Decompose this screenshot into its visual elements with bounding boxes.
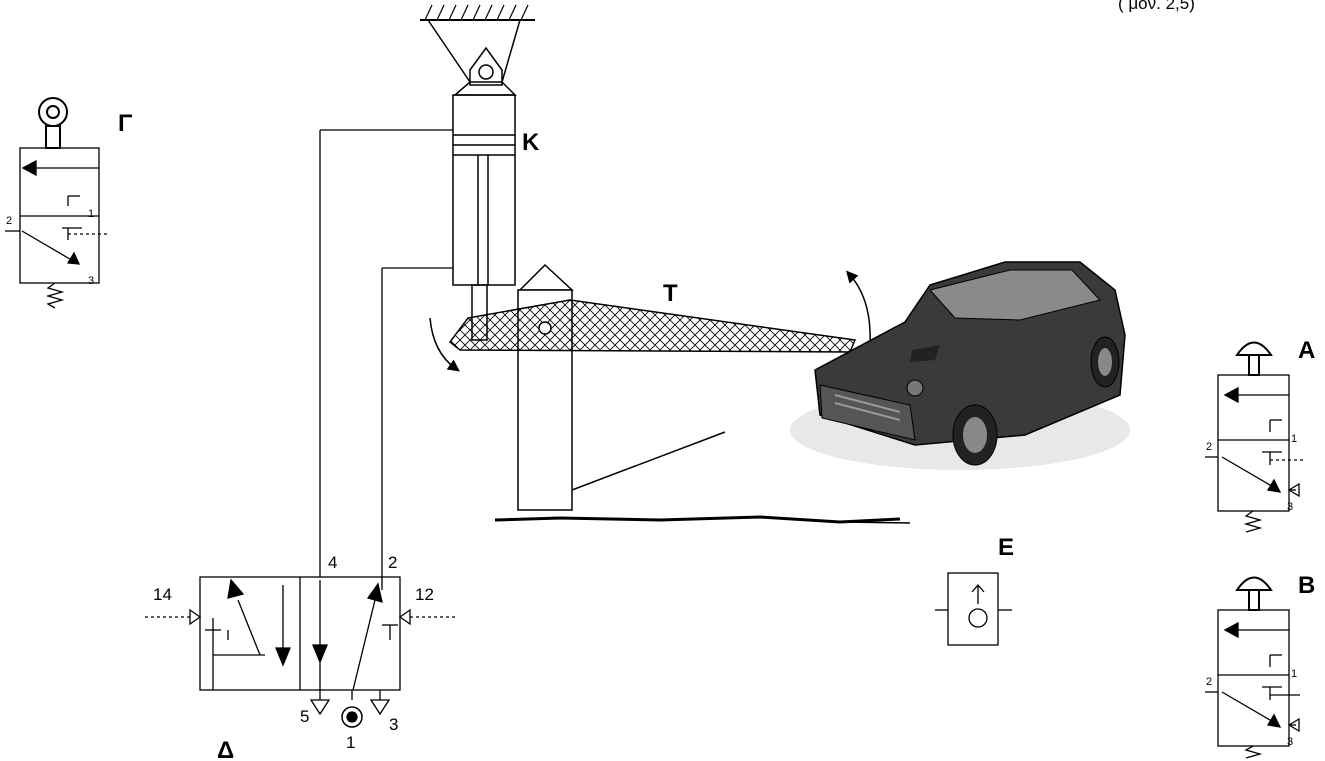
supply-icon: [341, 706, 363, 728]
b-port-2: 2: [1206, 676, 1212, 688]
roller-icon: [38, 97, 68, 127]
label-gamma: Γ: [118, 110, 133, 137]
valve-gamma: [5, 97, 108, 309]
barrier-t: [429, 263, 911, 524]
delta-port-3: 3: [389, 715, 398, 734]
delta-port-1: 1: [346, 733, 355, 752]
a-port-3: 3: [1287, 501, 1293, 513]
delta-port-12: 12: [415, 585, 434, 604]
label-b: Β: [1298, 572, 1315, 599]
gamma-port-2: 2: [6, 215, 12, 227]
car-image: [790, 261, 1130, 470]
valve-b: [1205, 576, 1300, 759]
pushbutton-icon: [1235, 341, 1273, 356]
cylinder-k: [420, 4, 535, 341]
header-fragment: ( μον. 2,5): [1118, 0, 1195, 13]
delta-port-2: 2: [388, 553, 397, 572]
gamma-port-1: 1: [88, 208, 94, 220]
label-delta: Δ: [217, 737, 234, 761]
label-e: Ε: [998, 534, 1014, 561]
delta-port-14: 14: [153, 585, 172, 604]
a-port-2: 2: [1206, 441, 1212, 453]
a-port-1: 1: [1291, 433, 1297, 445]
label-a: Α: [1298, 337, 1315, 364]
valve-e: [935, 572, 1012, 646]
delta-port-4: 4: [328, 553, 337, 572]
valve-delta: [145, 129, 455, 728]
delta-port-5: 5: [300, 707, 309, 726]
valve-a: [1205, 341, 1305, 533]
label-t: Τ: [663, 280, 678, 307]
label-k: Κ: [522, 129, 540, 156]
b-port-1: 1: [1291, 668, 1297, 680]
b-port-3: 3: [1287, 736, 1293, 748]
gamma-port-3: 3: [88, 275, 94, 287]
pushbutton-icon: [1235, 576, 1273, 591]
